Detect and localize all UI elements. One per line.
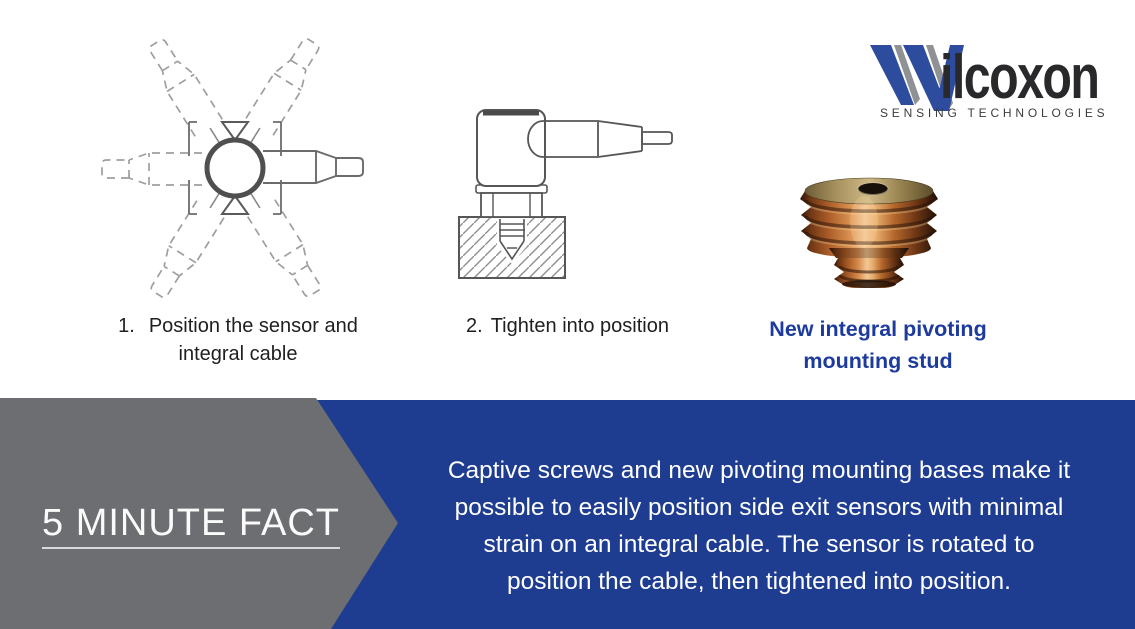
- wilcoxon-logo: W ilcoxon SENSING TECHNOLOGIES: [868, 42, 1130, 128]
- stud-threads: [499, 219, 525, 261]
- mounting-stud-photo: [800, 177, 938, 288]
- sensor-tighten-diagram: [458, 109, 673, 279]
- step1-caption-line2: integral cable: [178, 343, 298, 365]
- logo-w-letter: W: [868, 42, 869, 43]
- stud-caption-line1: New integral pivoting: [769, 317, 987, 341]
- side-exit-cable: [527, 120, 673, 158]
- solid-cable: [262, 150, 364, 184]
- fact-title: 5 MINUTE FACT: [42, 502, 341, 544]
- step1-caption-line1: 1. Position the sensor and: [92, 312, 384, 340]
- sensor-body: [476, 109, 546, 187]
- sensor-rotation-diagram: [101, 32, 364, 304]
- fact-text: Captive screws and new pivoting mounting…: [390, 452, 1128, 600]
- fact-text-line3: strain on an integral cable. The sensor …: [483, 531, 1035, 558]
- stud-caption-line2: mounting stud: [803, 349, 953, 373]
- logo-wordmark: ilcoxon: [940, 43, 1100, 112]
- fact-title-underline: [42, 547, 340, 549]
- wilcoxon-w-icon: [870, 45, 964, 111]
- hex-nut-facets: [492, 193, 531, 217]
- stud-caption: New integral pivoting mounting stud: [750, 313, 1006, 377]
- fact-text-line2: possible to easily position side exit se…: [454, 494, 1064, 521]
- hex-nut: [480, 192, 543, 218]
- pivot-triangles: [220, 121, 250, 215]
- step1-caption: 1. Position the sensor and integral cable: [92, 312, 384, 368]
- step2-caption: 2. Tighten into position: [420, 312, 715, 340]
- sensor-hub-circle: [204, 137, 266, 199]
- mount-brackets: [188, 121, 282, 215]
- step2-number: 2.: [466, 315, 483, 337]
- step2-text: Tighten into position: [490, 315, 669, 337]
- step1-number: 1.: [118, 315, 135, 337]
- fact-text-line4: position the cable, then tightened into …: [507, 568, 1011, 595]
- step1-text: Position the sensor and: [148, 315, 358, 337]
- fact-chevron: [0, 398, 398, 629]
- logo-tagline: SENSING TECHNOLOGIES: [880, 106, 1109, 120]
- fact-text-line1: Captive screws and new pivoting mounting…: [447, 457, 1071, 484]
